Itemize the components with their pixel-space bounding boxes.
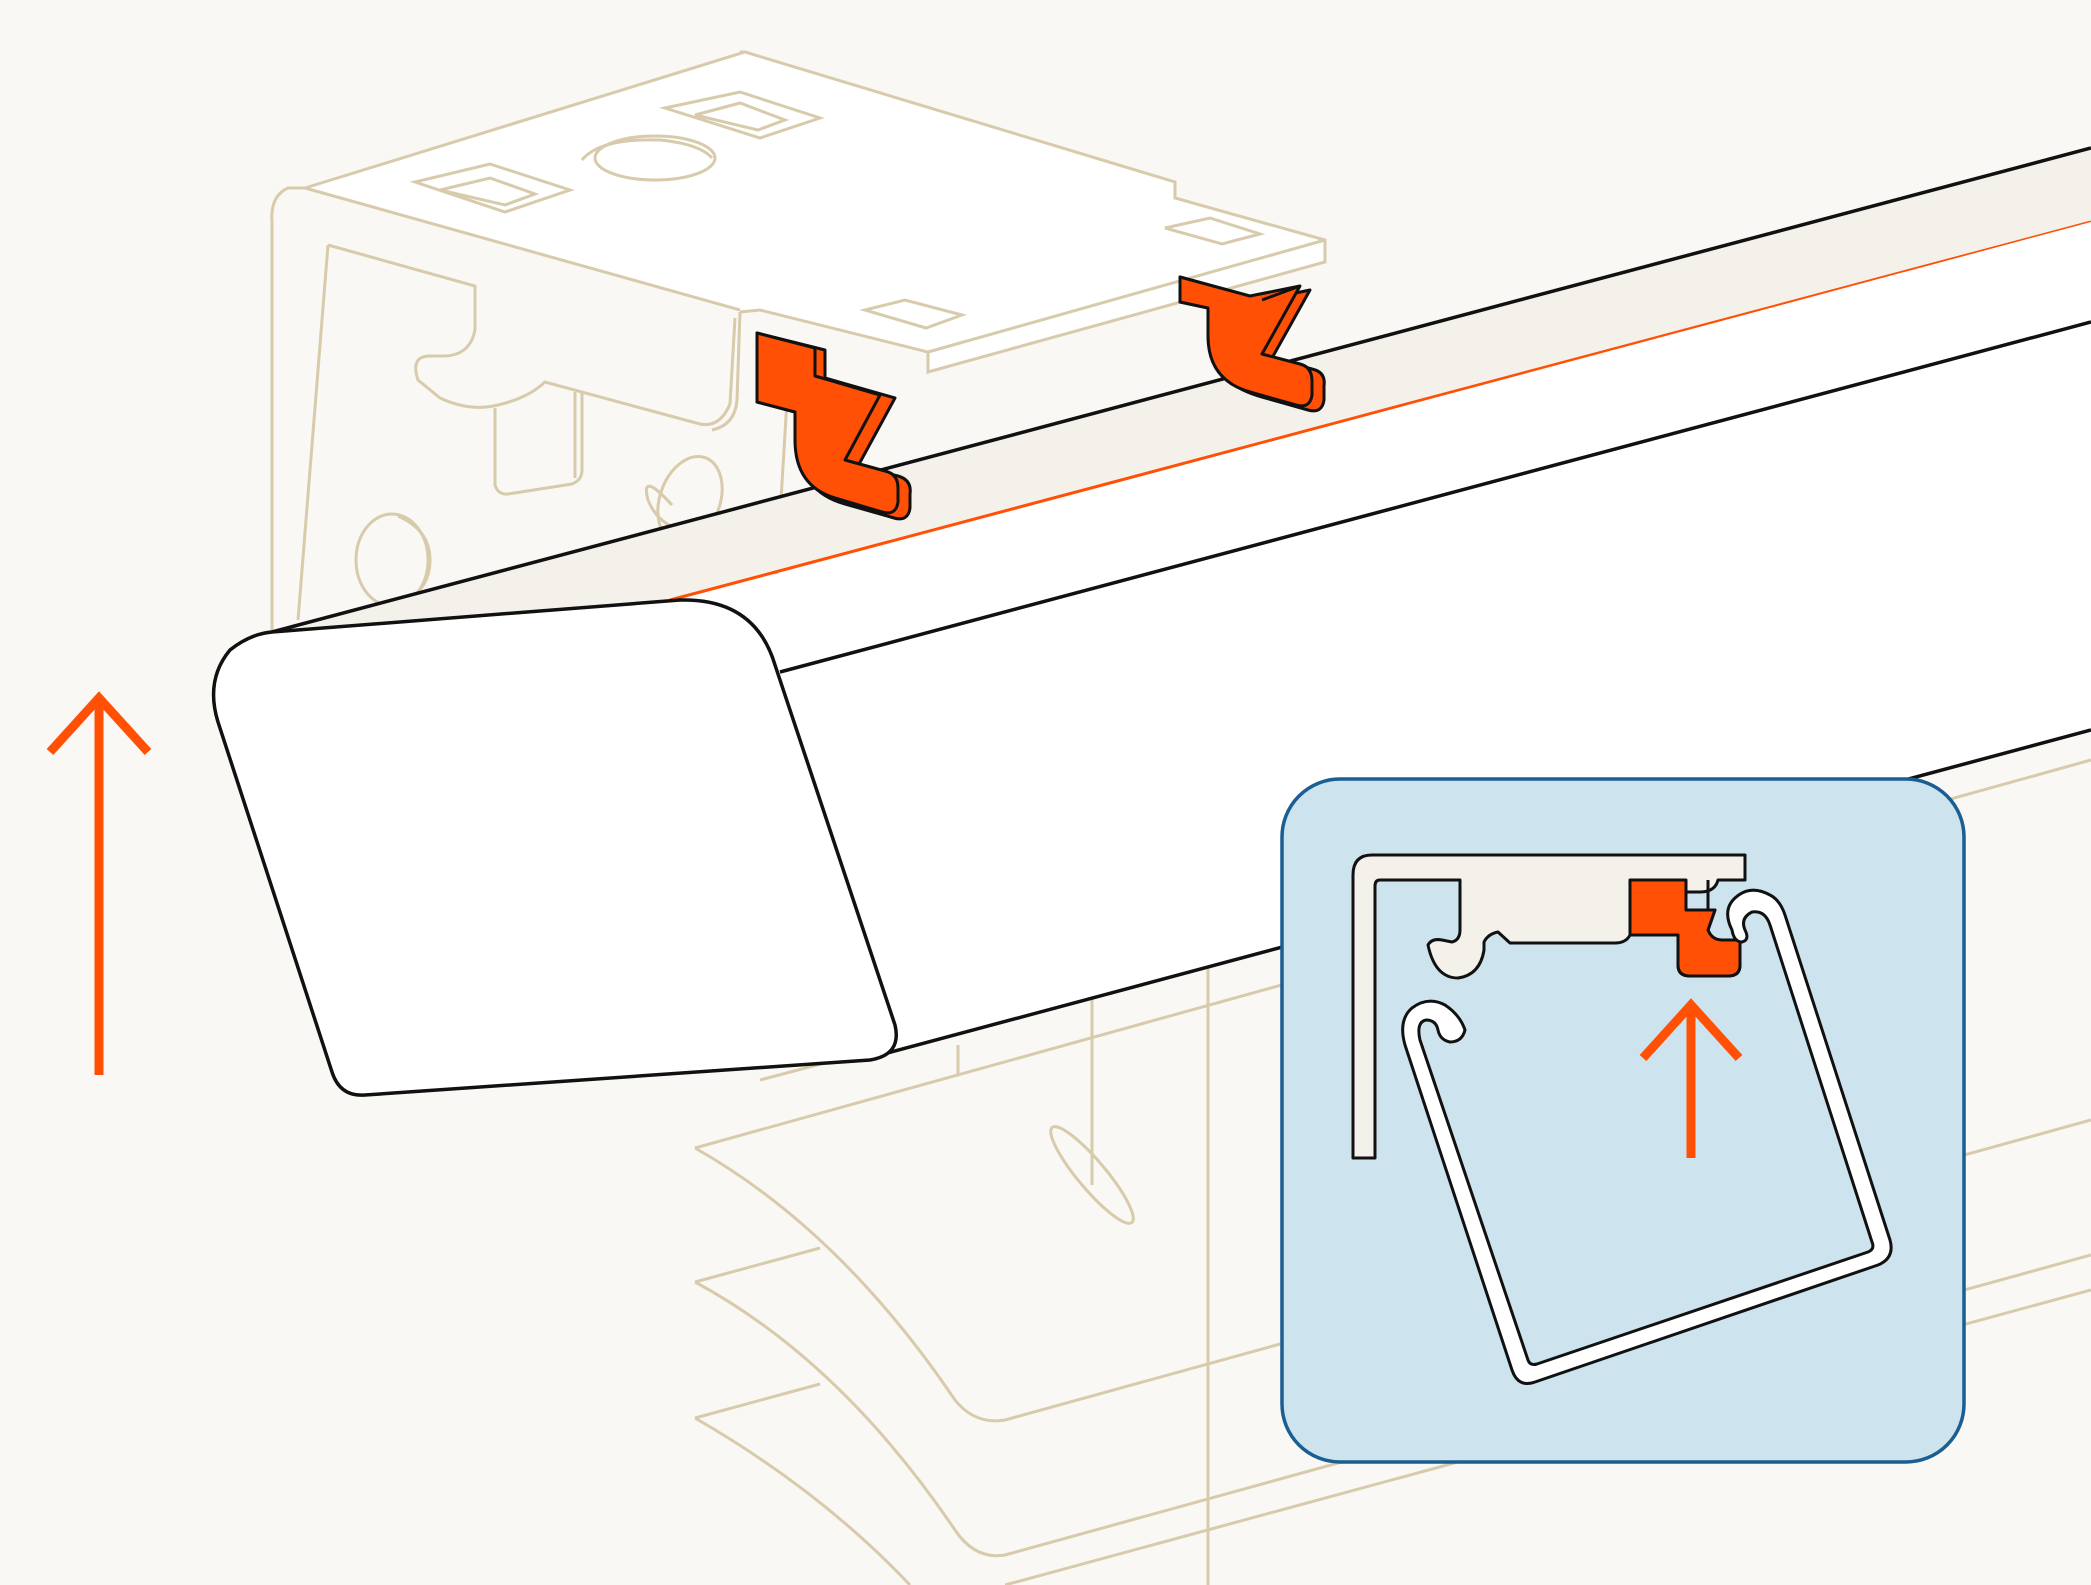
- inset-clip: [1628, 878, 1742, 978]
- inset-arrow-up-icon: [1639, 998, 1743, 1158]
- bracket-slot: [439, 176, 540, 207]
- mounting-bracket: [270, 50, 1327, 640]
- valance-clip-right: [1178, 275, 1326, 413]
- bracket-slot: [859, 298, 968, 330]
- bracket-slot: [409, 162, 575, 214]
- valance-clip-left: [755, 331, 912, 521]
- tilt-wand-hole: [1049, 1125, 1135, 1225]
- headrail: [271, 146, 2091, 634]
- detail-inset: [1280, 777, 1966, 1464]
- bracket-slot: [659, 90, 825, 140]
- bracket-slot: [1164, 216, 1266, 246]
- arrow-up-icon: [46, 691, 152, 1075]
- bracket-hole: [593, 134, 717, 182]
- inset-valance-profile: [1401, 888, 1893, 1385]
- bracket-slot: [694, 101, 790, 132]
- inset-headrail-profile: [1351, 853, 1747, 1160]
- valance-end-cap: [211, 598, 898, 1097]
